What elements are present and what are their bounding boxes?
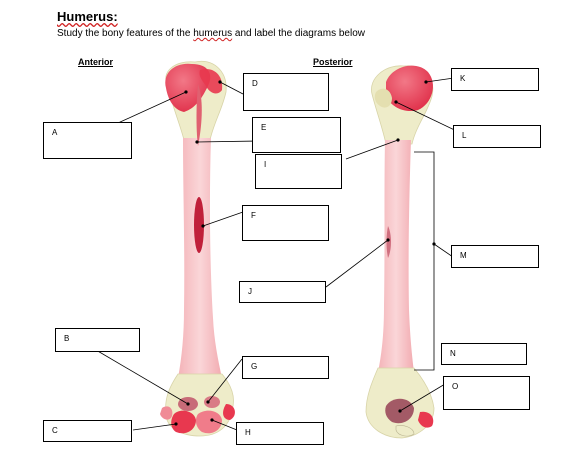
label-box-d[interactable]: D [243, 73, 329, 111]
posterior-view-label: Posterior [313, 57, 353, 67]
posterior-humerus [365, 65, 435, 439]
radial-groove [386, 226, 391, 258]
label-letter-k: K [460, 74, 466, 83]
label-letter-e: E [261, 123, 267, 132]
leader-arrowheads [174, 80, 436, 426]
lateral-epicondyle-anterior [160, 406, 173, 420]
label-letter-a: A [52, 128, 58, 137]
label-letter-n: N [450, 349, 456, 358]
label-letter-h: H [245, 428, 251, 437]
anatomical-neck-posterior [374, 88, 392, 108]
coronoid-fossa [204, 396, 220, 408]
label-letter-c: C [52, 426, 58, 435]
label-box-b[interactable]: B [55, 328, 140, 352]
posterior-trochlea [395, 425, 415, 437]
label-box-e[interactable]: E [252, 117, 341, 153]
worksheet-title: Humerus: [57, 9, 118, 24]
label-box-o[interactable]: O [443, 376, 530, 410]
label-box-k[interactable]: K [451, 68, 539, 91]
label-letter-f: F [251, 211, 256, 220]
label-letter-l: L [462, 131, 467, 140]
label-box-m[interactable]: M [451, 245, 539, 268]
label-letter-m: M [460, 251, 467, 260]
label-letter-j: J [248, 287, 252, 296]
label-box-f[interactable]: F [242, 205, 329, 241]
capitulum [171, 410, 196, 434]
label-box-c[interactable]: C [43, 420, 132, 442]
label-letter-o: O [452, 382, 459, 391]
label-letter-b: B [64, 334, 70, 343]
anterior-shaft [178, 138, 222, 378]
label-box-a[interactable]: A [43, 122, 132, 159]
deltoid-tuberosity-anterior [194, 197, 204, 253]
label-letter-d: D [252, 79, 258, 88]
medial-epicondyle-posterior [418, 411, 434, 428]
label-box-l[interactable]: L [453, 125, 541, 148]
label-box-j[interactable]: J [239, 281, 326, 303]
leader-lines [95, 77, 466, 431]
anterior-humerus [160, 60, 235, 437]
label-letter-g: G [251, 362, 258, 371]
label-box-g[interactable]: G [242, 356, 329, 379]
posterior-shaft [378, 140, 414, 372]
posterior-head [386, 65, 433, 112]
trochlea [195, 410, 222, 434]
worksheet-instructions: Study the bony features of the humerus a… [57, 28, 365, 39]
anterior-intertubercular-groove [196, 84, 202, 146]
anterior-greater-tubercle [199, 68, 223, 94]
label-box-i[interactable]: I [255, 154, 342, 189]
label-box-h[interactable]: H [236, 422, 324, 445]
label-letter-i: I [264, 160, 267, 169]
medial-epicondyle-anterior [223, 404, 235, 420]
label-box-n[interactable]: N [441, 343, 527, 365]
anterior-view-label: Anterior [78, 57, 114, 67]
